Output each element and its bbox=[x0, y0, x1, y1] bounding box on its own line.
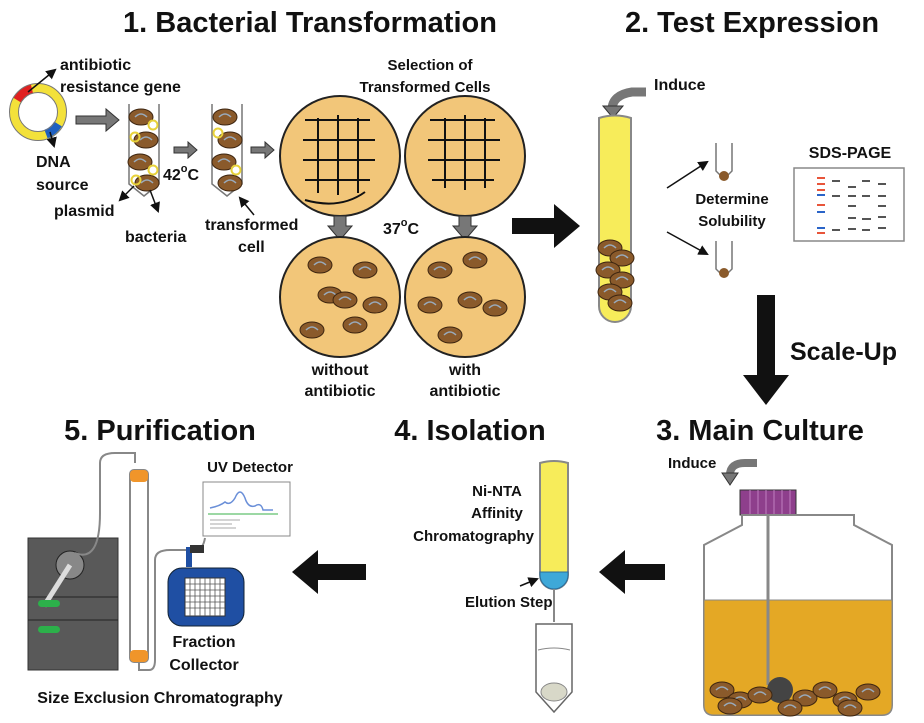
step-5-title: 5. Purification bbox=[64, 415, 256, 447]
test-tube-culture bbox=[595, 114, 635, 323]
culture-flask bbox=[703, 489, 893, 717]
plate-without-antibiotic bbox=[279, 236, 401, 358]
tube-insoluble bbox=[715, 241, 733, 279]
label-cell: cell bbox=[238, 239, 265, 256]
label-sds-page: SDS-PAGE bbox=[809, 145, 892, 162]
arrow-icon bbox=[250, 140, 275, 160]
sds-page-gel bbox=[793, 167, 905, 242]
arrow-down-icon bbox=[743, 295, 789, 405]
label-source: source bbox=[36, 177, 89, 194]
label-solubility: Solubility bbox=[698, 213, 766, 230]
label-37c: 37oC bbox=[383, 217, 420, 238]
label-transformed: transformed bbox=[205, 217, 298, 234]
collection-tube bbox=[535, 623, 573, 714]
label-transformed-cells: Transformed Cells bbox=[360, 79, 491, 96]
label-dna: DNA bbox=[36, 154, 71, 171]
label-determine: Determine bbox=[695, 191, 768, 208]
tube-soluble bbox=[715, 143, 733, 181]
arrow-icon bbox=[173, 140, 198, 160]
tube-bacteria-plasmid bbox=[127, 104, 160, 197]
plate-with-antibiotic bbox=[404, 236, 526, 358]
sec-column bbox=[129, 469, 149, 663]
label-42c: 42oC bbox=[163, 163, 200, 184]
step-1-title: 1. Bacterial Transformation bbox=[123, 7, 497, 39]
uv-chromatogram bbox=[202, 481, 291, 537]
label-elution-step: Elution Step bbox=[465, 594, 553, 611]
label-size-exclusion-chromatography: Size Exclusion Chromatography bbox=[37, 690, 282, 707]
label-induce-culture: Induce bbox=[668, 455, 716, 472]
fplc-instrument bbox=[27, 537, 119, 671]
arrow-down-icon bbox=[451, 215, 479, 241]
tube-transformed bbox=[211, 104, 243, 197]
label-antibiotic-right: antibiotic bbox=[429, 383, 500, 400]
arrow-down-icon bbox=[326, 215, 354, 241]
ni-nta-column bbox=[539, 460, 569, 622]
step-2-title: 2. Test Expression bbox=[625, 7, 879, 39]
label-without: without bbox=[311, 362, 370, 379]
label-selection-of: Selection of bbox=[387, 57, 473, 74]
label-fraction: Fraction bbox=[172, 634, 235, 651]
arrow-icon bbox=[75, 107, 120, 133]
label-affinity: Affinity bbox=[471, 505, 523, 522]
label-antibiotic: antibiotic bbox=[60, 57, 131, 74]
arrow-left-icon bbox=[599, 550, 665, 594]
plasmid-ring bbox=[9, 83, 67, 141]
step-3-title: 3. Main Culture bbox=[656, 415, 864, 447]
step-4-title: 4. Isolation bbox=[394, 415, 545, 447]
arrow-right-icon bbox=[512, 204, 580, 248]
label-collector: Collector bbox=[169, 657, 238, 674]
label-antibiotic-left: antibiotic bbox=[304, 383, 375, 400]
fraction-collector bbox=[167, 545, 245, 627]
plate-streaked-left bbox=[279, 95, 401, 217]
label-plasmid: plasmid bbox=[54, 203, 114, 220]
plate-streaked-right bbox=[404, 95, 526, 217]
label-scale-up: Scale-Up bbox=[790, 338, 897, 366]
label-bacteria: bacteria bbox=[125, 229, 186, 246]
label-chromatography: Chromatography bbox=[413, 528, 535, 545]
label-resistance-gene: resistance gene bbox=[60, 79, 181, 96]
label-uv-detector: UV Detector bbox=[207, 459, 293, 476]
label-ni-nta: Ni-NTA bbox=[472, 483, 522, 500]
label-induce: Induce bbox=[654, 77, 706, 94]
label-with: with bbox=[448, 362, 481, 379]
arrow-left-icon bbox=[292, 550, 366, 594]
